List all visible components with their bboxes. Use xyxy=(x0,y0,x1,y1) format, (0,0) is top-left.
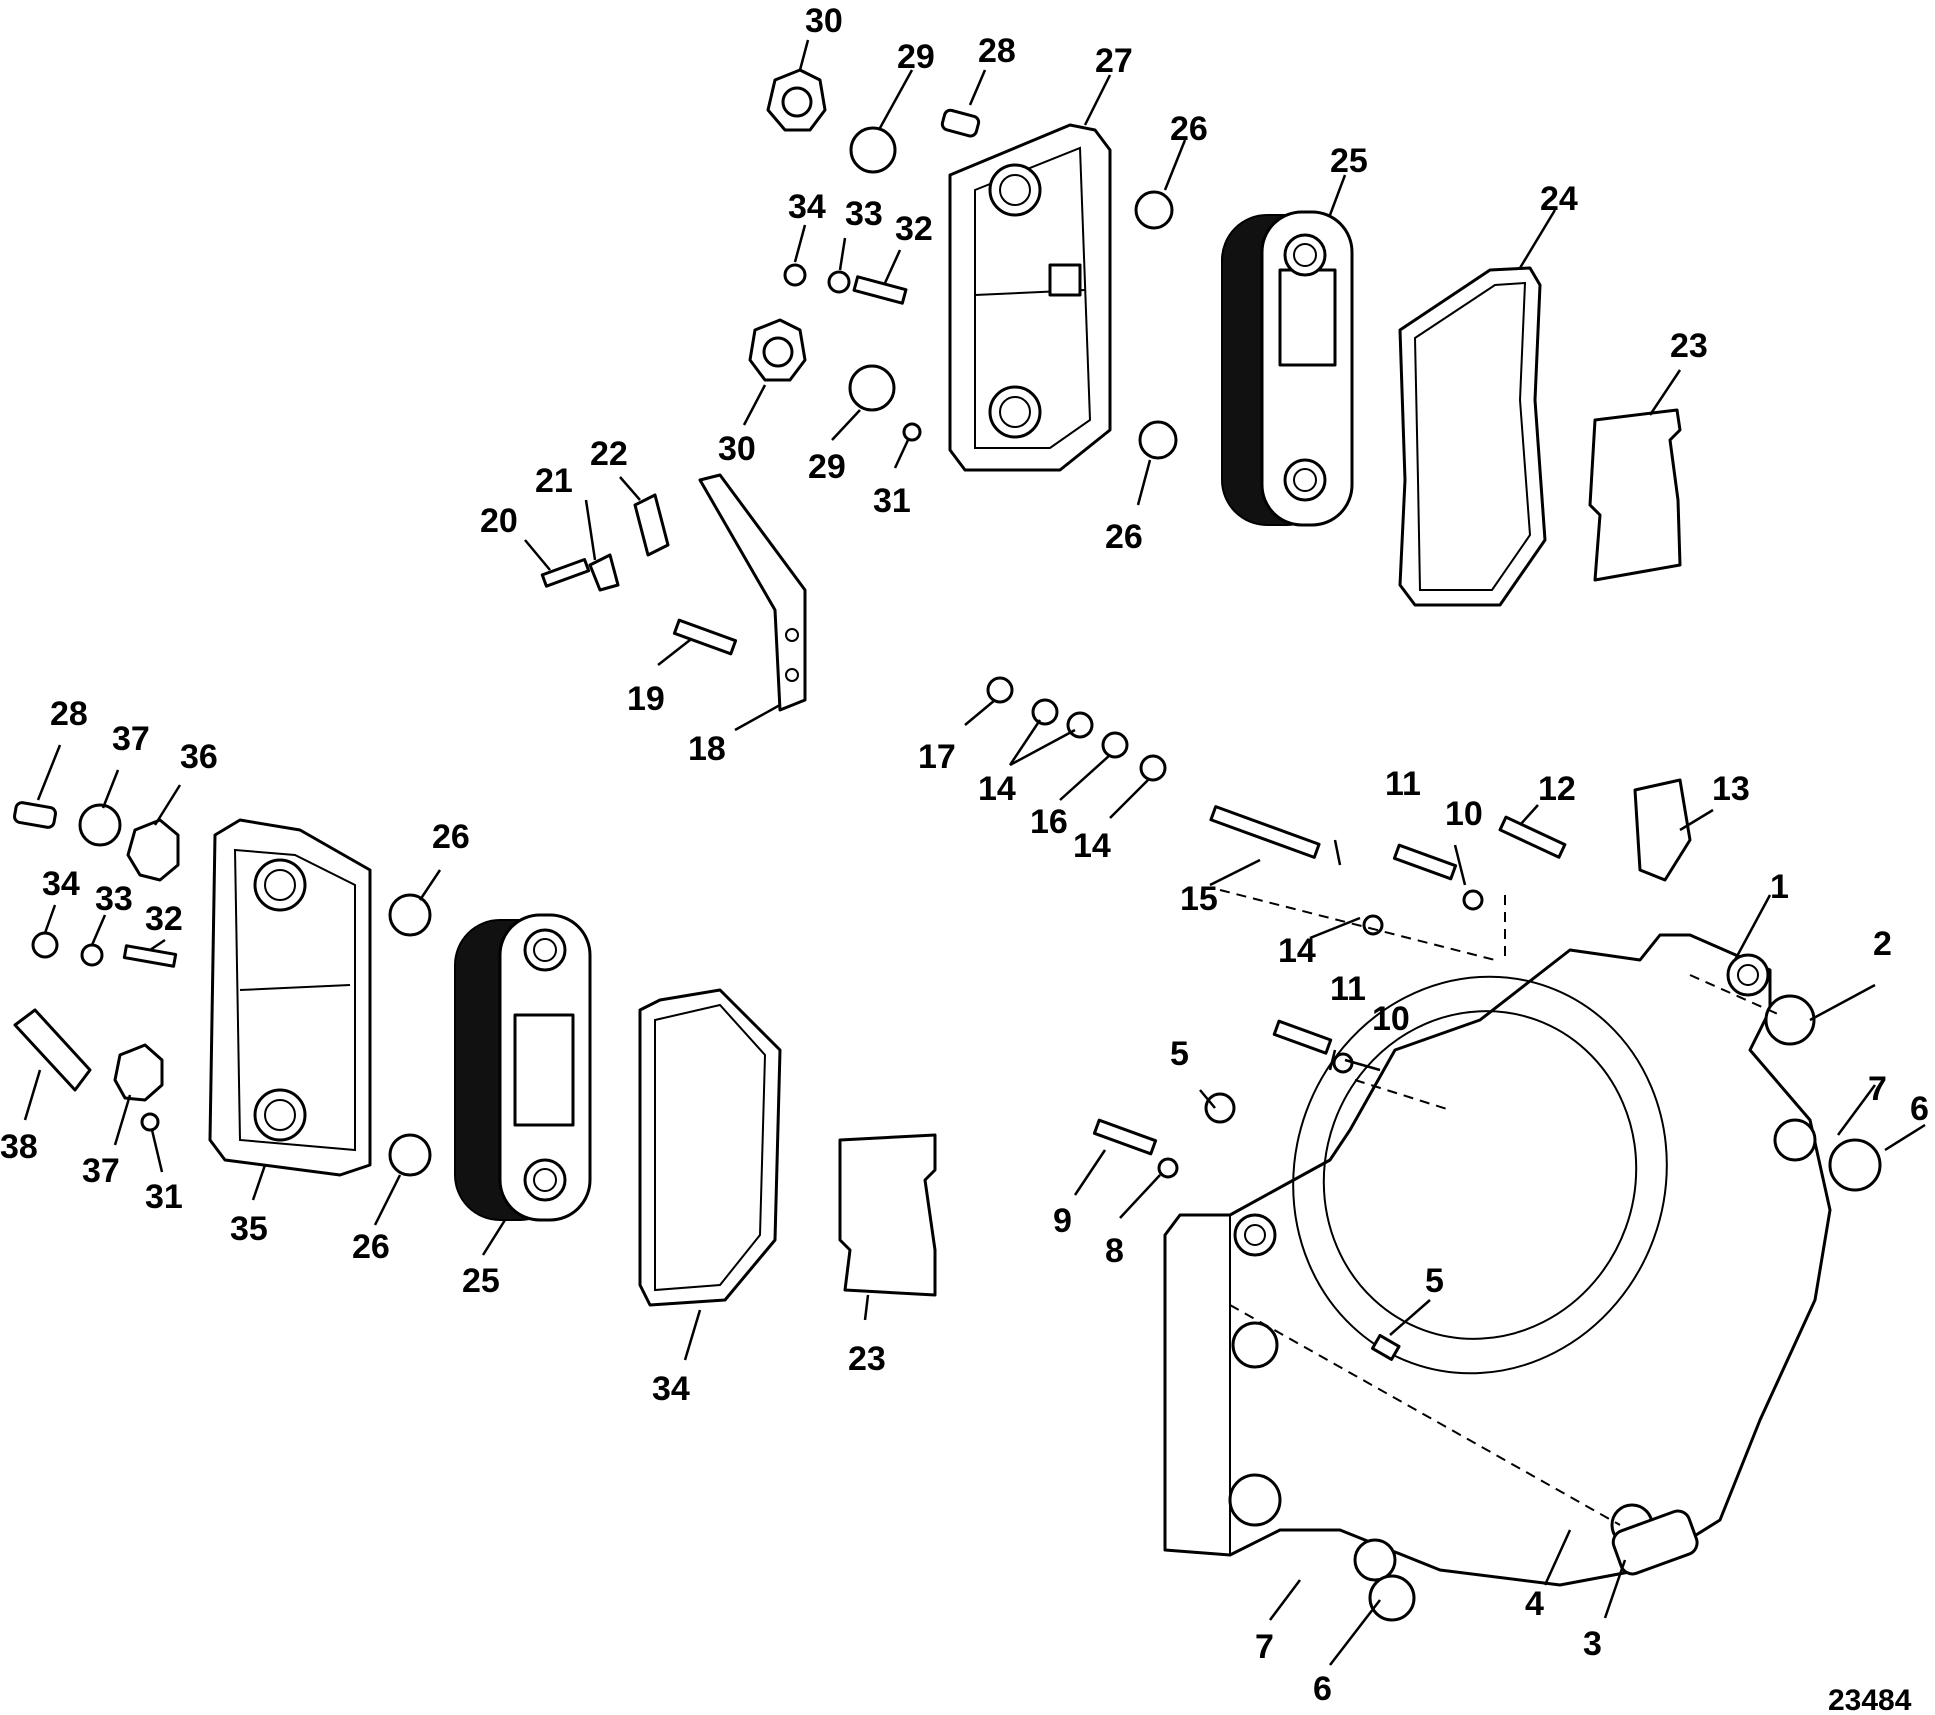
callout-29: 29 xyxy=(808,448,846,486)
gasket-24-upper xyxy=(1398,266,1547,607)
callout-27: 27 xyxy=(1095,42,1133,80)
alignment-lines xyxy=(1219,889,1781,1526)
callout-14: 14 xyxy=(978,770,1016,808)
callout-17: 17 xyxy=(918,738,956,776)
gasket-35 xyxy=(638,988,782,1307)
callout-32: 32 xyxy=(895,210,933,248)
upper-small-parts xyxy=(748,68,1178,460)
bracket-18 xyxy=(540,473,807,712)
callout-29: 29 xyxy=(897,38,935,76)
callout-34: 34 xyxy=(788,188,826,226)
callout-11: 11 xyxy=(1330,970,1366,1008)
callout-28: 28 xyxy=(50,695,88,733)
callout-12: 12 xyxy=(1538,770,1576,808)
callout-25: 25 xyxy=(462,1262,500,1300)
callout-32: 32 xyxy=(145,900,183,938)
hardware-row xyxy=(986,676,1692,936)
callout-31: 31 xyxy=(145,1178,183,1216)
plate-23-lower xyxy=(838,1133,937,1297)
housing-fittings xyxy=(1092,994,1882,1622)
callout-25: 25 xyxy=(1330,142,1368,180)
callout-15: 15 xyxy=(1180,880,1218,918)
callout-38: 37 xyxy=(112,720,150,758)
callout-28: 28 xyxy=(978,32,1016,70)
callout-35: 34 xyxy=(652,1370,690,1408)
callout-10: 10 xyxy=(1445,795,1483,833)
callout-18: 18 xyxy=(688,730,726,768)
figure-number: 23484 xyxy=(1828,1684,1912,1715)
leader-lines xyxy=(23,39,1926,1666)
callout-33: 33 xyxy=(845,195,883,233)
callout-10: 10 xyxy=(1372,1000,1410,1038)
callout-9: 9 xyxy=(1053,1202,1072,1240)
callout-7: 7 xyxy=(1868,1070,1887,1108)
callout-14: 14 xyxy=(1073,827,1111,865)
callout-36: 35 xyxy=(230,1210,268,1248)
callout-37: 36 xyxy=(180,738,218,776)
callout-30: 30 xyxy=(805,2,843,40)
callout-26: 26 xyxy=(1170,110,1208,148)
cover-27 xyxy=(948,123,1112,472)
callout-34: 34 xyxy=(42,865,80,903)
callout-5: 5 xyxy=(1425,1262,1444,1300)
callout-14: 14 xyxy=(1278,932,1316,970)
callout-26: 26 xyxy=(432,818,470,856)
callout-13: 13 xyxy=(1712,770,1750,808)
callout-23: 23 xyxy=(848,1340,886,1378)
lower-left-small-parts xyxy=(13,801,432,1177)
callout-26: 26 xyxy=(1105,518,1143,556)
callout-1: 1 xyxy=(1770,868,1789,906)
callout-11: 11 xyxy=(1385,765,1421,803)
callout-30: 30 xyxy=(718,430,756,468)
callout-4: 4 xyxy=(1525,1585,1544,1623)
callout-16: 16 xyxy=(1030,803,1068,841)
callout-37: 37 xyxy=(82,1152,120,1190)
callout-19: 19 xyxy=(627,680,665,718)
callout-33: 33 xyxy=(95,880,133,918)
callout-24: 24 xyxy=(1540,180,1578,218)
callout-3: 3 xyxy=(1583,1625,1602,1663)
cover-36 xyxy=(208,818,372,1177)
callout-5: 5 xyxy=(1170,1035,1189,1073)
callout-6: 6 xyxy=(1313,1670,1332,1708)
callout-39: 38 xyxy=(0,1128,38,1166)
callout-2: 2 xyxy=(1873,925,1892,963)
callout-6: 6 xyxy=(1910,1090,1929,1128)
plate-23-upper xyxy=(1588,408,1682,582)
cooler-core-25-lower xyxy=(454,913,592,1222)
callout-23: 23 xyxy=(1670,327,1708,365)
callout-8: 8 xyxy=(1105,1232,1124,1270)
callout-7: 7 xyxy=(1255,1628,1274,1666)
callout-31: 31 xyxy=(873,482,911,520)
callout-21: 21 xyxy=(535,462,573,500)
flywheel-housing-1 xyxy=(1163,933,1832,1587)
callout-22: 22 xyxy=(590,435,628,473)
callout-20: 20 xyxy=(480,502,518,540)
callout-26: 26 xyxy=(352,1228,390,1266)
cooler-core-25-upper xyxy=(1221,210,1354,527)
